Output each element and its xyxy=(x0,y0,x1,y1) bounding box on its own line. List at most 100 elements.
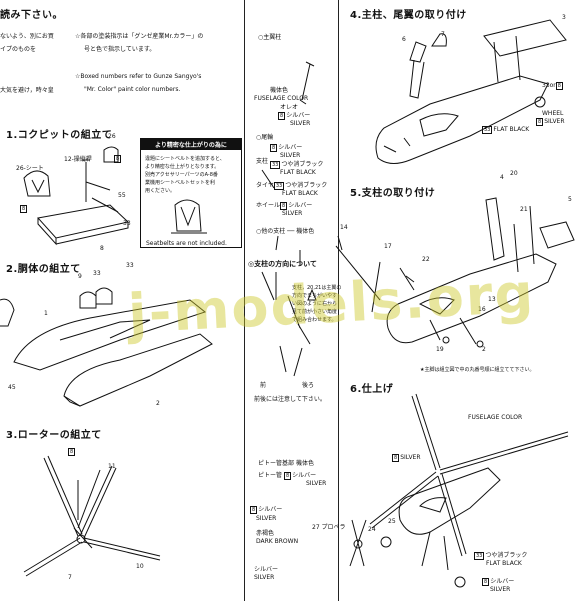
part-number-26: 26 xyxy=(108,133,116,140)
detail-tip-callout: より精密な仕上がりの為に 違題にシートベルトを追加すると、 より精密な仕上がりと… xyxy=(140,138,242,248)
header-line-2: イプのものを xyxy=(0,46,37,53)
divider-right xyxy=(338,0,339,601)
part-number-20: 20 xyxy=(510,170,518,177)
paint-note-en-1: ☆Boxed numbers refer to Gunze Sangyo's xyxy=(75,73,202,80)
part-number-22: 22 xyxy=(422,256,430,263)
seat-belt-illustration xyxy=(171,199,207,234)
part-number-55: 55 xyxy=(118,192,126,199)
part-number-1: 1 xyxy=(44,310,48,317)
part-number-14: 14 xyxy=(340,224,348,231)
step6-fuselage-color: FUSELAGE COLOR xyxy=(468,414,523,421)
strut-direction-diagram xyxy=(261,271,311,377)
divider-left xyxy=(244,0,245,601)
paint-box-8-rotor: 8 xyxy=(68,448,76,456)
step4-wheel-en: WHEEL xyxy=(542,110,564,117)
pitot-silver-en: SILVER xyxy=(306,480,327,487)
part-number-7: 7 xyxy=(68,574,72,581)
step6-black-en: FLAT BLACK xyxy=(486,560,522,567)
part-number-17: 17 xyxy=(384,243,392,250)
step4-fuselage xyxy=(375,75,549,164)
part-number-33a: 33 xyxy=(123,220,131,227)
cockpit-seat xyxy=(23,170,51,197)
part-number-4: 4 xyxy=(500,174,504,181)
step6-propeller xyxy=(349,519,367,567)
rotor-blade-2 xyxy=(79,465,113,537)
control-stick xyxy=(82,159,90,202)
strut-dir-line-3: い図のように右から xyxy=(292,301,338,307)
stick-label: 12-操縦桿 xyxy=(64,156,92,163)
step-3-heading: 3.ローターの組立て xyxy=(6,430,102,441)
oleo-silver-en: SILVER xyxy=(290,120,311,127)
fuselage-half-top xyxy=(13,299,207,371)
strut-direction-title: ◎支柱の方向について xyxy=(248,260,317,268)
part-number-10: 10 xyxy=(136,563,144,570)
pitot-base-label: ピトー管基部 機体色 xyxy=(258,460,314,467)
step4-fin-parts xyxy=(409,41,427,99)
callout-line-1: 違題にシートベルトを追加すると、 xyxy=(145,156,225,162)
step6-rotor-blade-2 xyxy=(439,431,569,475)
fuselage-color-en-1: FUSELAGE COLOR xyxy=(254,95,309,102)
part-number-2b: 2 xyxy=(482,346,486,353)
step4-tail-plane xyxy=(483,19,567,57)
page-title: 読み下さい。 xyxy=(0,10,63,21)
paint-note-en-2: "Mr. Color" paint color numbers. xyxy=(84,86,181,93)
rotor-blade-4 xyxy=(83,537,161,557)
part-number-13: 13 xyxy=(488,296,496,303)
part-number-24: 24 xyxy=(368,526,376,533)
front-label: 前 xyxy=(260,382,267,389)
step5-fuselage xyxy=(386,253,557,344)
part-number-5: 5 xyxy=(568,196,572,203)
part-number-16: 16 xyxy=(478,306,486,313)
rear-label: 後ろ xyxy=(302,382,315,389)
main-pillar-label: ○主翼柱 xyxy=(258,34,282,41)
strut-dir-line-1: 支柱，20,21は主翼の xyxy=(292,285,342,291)
part-number-33c: 33 xyxy=(126,262,134,269)
paint-box-8: 8 xyxy=(20,205,28,213)
seatbelts-note: Seatbelts are not included. xyxy=(146,240,227,247)
main-pillar-part xyxy=(299,61,315,105)
tire-black-en: FLAT BLACK xyxy=(282,190,318,197)
prop-brown-jp: 赤褐色 xyxy=(256,530,275,537)
callout-line-2: より精密な仕上がりとなります。 xyxy=(145,164,220,170)
other-strut-label: ○他の支柱 ── 機体色 xyxy=(256,228,315,235)
strut-dir-line-5: で組み合わせます。 xyxy=(292,317,337,323)
step-4-heading: 4.主柱、尾翼の取り付け xyxy=(350,10,467,21)
part-number-21: 21 xyxy=(520,206,528,213)
tail-wheel-label: ○尾輪 xyxy=(256,134,274,141)
step5-note: ★主脚は組立図で中の丸番号順に組立てて下さい。 xyxy=(420,367,535,373)
part-number-3: 3 xyxy=(562,14,566,21)
oleo-label: オレオ xyxy=(280,104,299,111)
strut-label: 支柱 xyxy=(256,158,269,165)
step5-tail-wing xyxy=(539,221,575,249)
step6-silver-en: SILVER xyxy=(490,586,511,593)
tailwheel-silver-jp: シルバー xyxy=(254,566,279,573)
step6-rotor-blade-3 xyxy=(369,471,439,529)
step-1-heading: 1.コクピットの組立て xyxy=(6,130,113,141)
strut-dir-line-4: 見て前が小さい角度 xyxy=(292,309,338,315)
part-number-6: 6 xyxy=(402,36,406,43)
paint-note-jp-1: ☆各部の塗装指示は「グンゼ産業Mr.カラー」の xyxy=(75,33,204,40)
part-number-7b: 7 xyxy=(441,31,445,38)
strut-black-en: FLAT BLACK xyxy=(280,169,316,176)
fuselage-color-jp-1: 機体色 xyxy=(270,87,289,94)
callout-line-3: 別売アクセサリーパーツのA-8番 xyxy=(145,172,218,178)
step6-rotor-blade-1 xyxy=(411,393,441,471)
step5-pylon xyxy=(485,197,505,261)
header-line-3: 大気を避け，時々皇 xyxy=(0,87,54,94)
step-2-heading: 2.胴体の組立て xyxy=(6,264,81,275)
part-number-8a: 8 xyxy=(100,245,104,252)
fuselage-half-bottom xyxy=(63,333,213,407)
prop-brown-en: DARK BROWN xyxy=(256,538,299,545)
part-number-45: 45 xyxy=(8,384,16,391)
